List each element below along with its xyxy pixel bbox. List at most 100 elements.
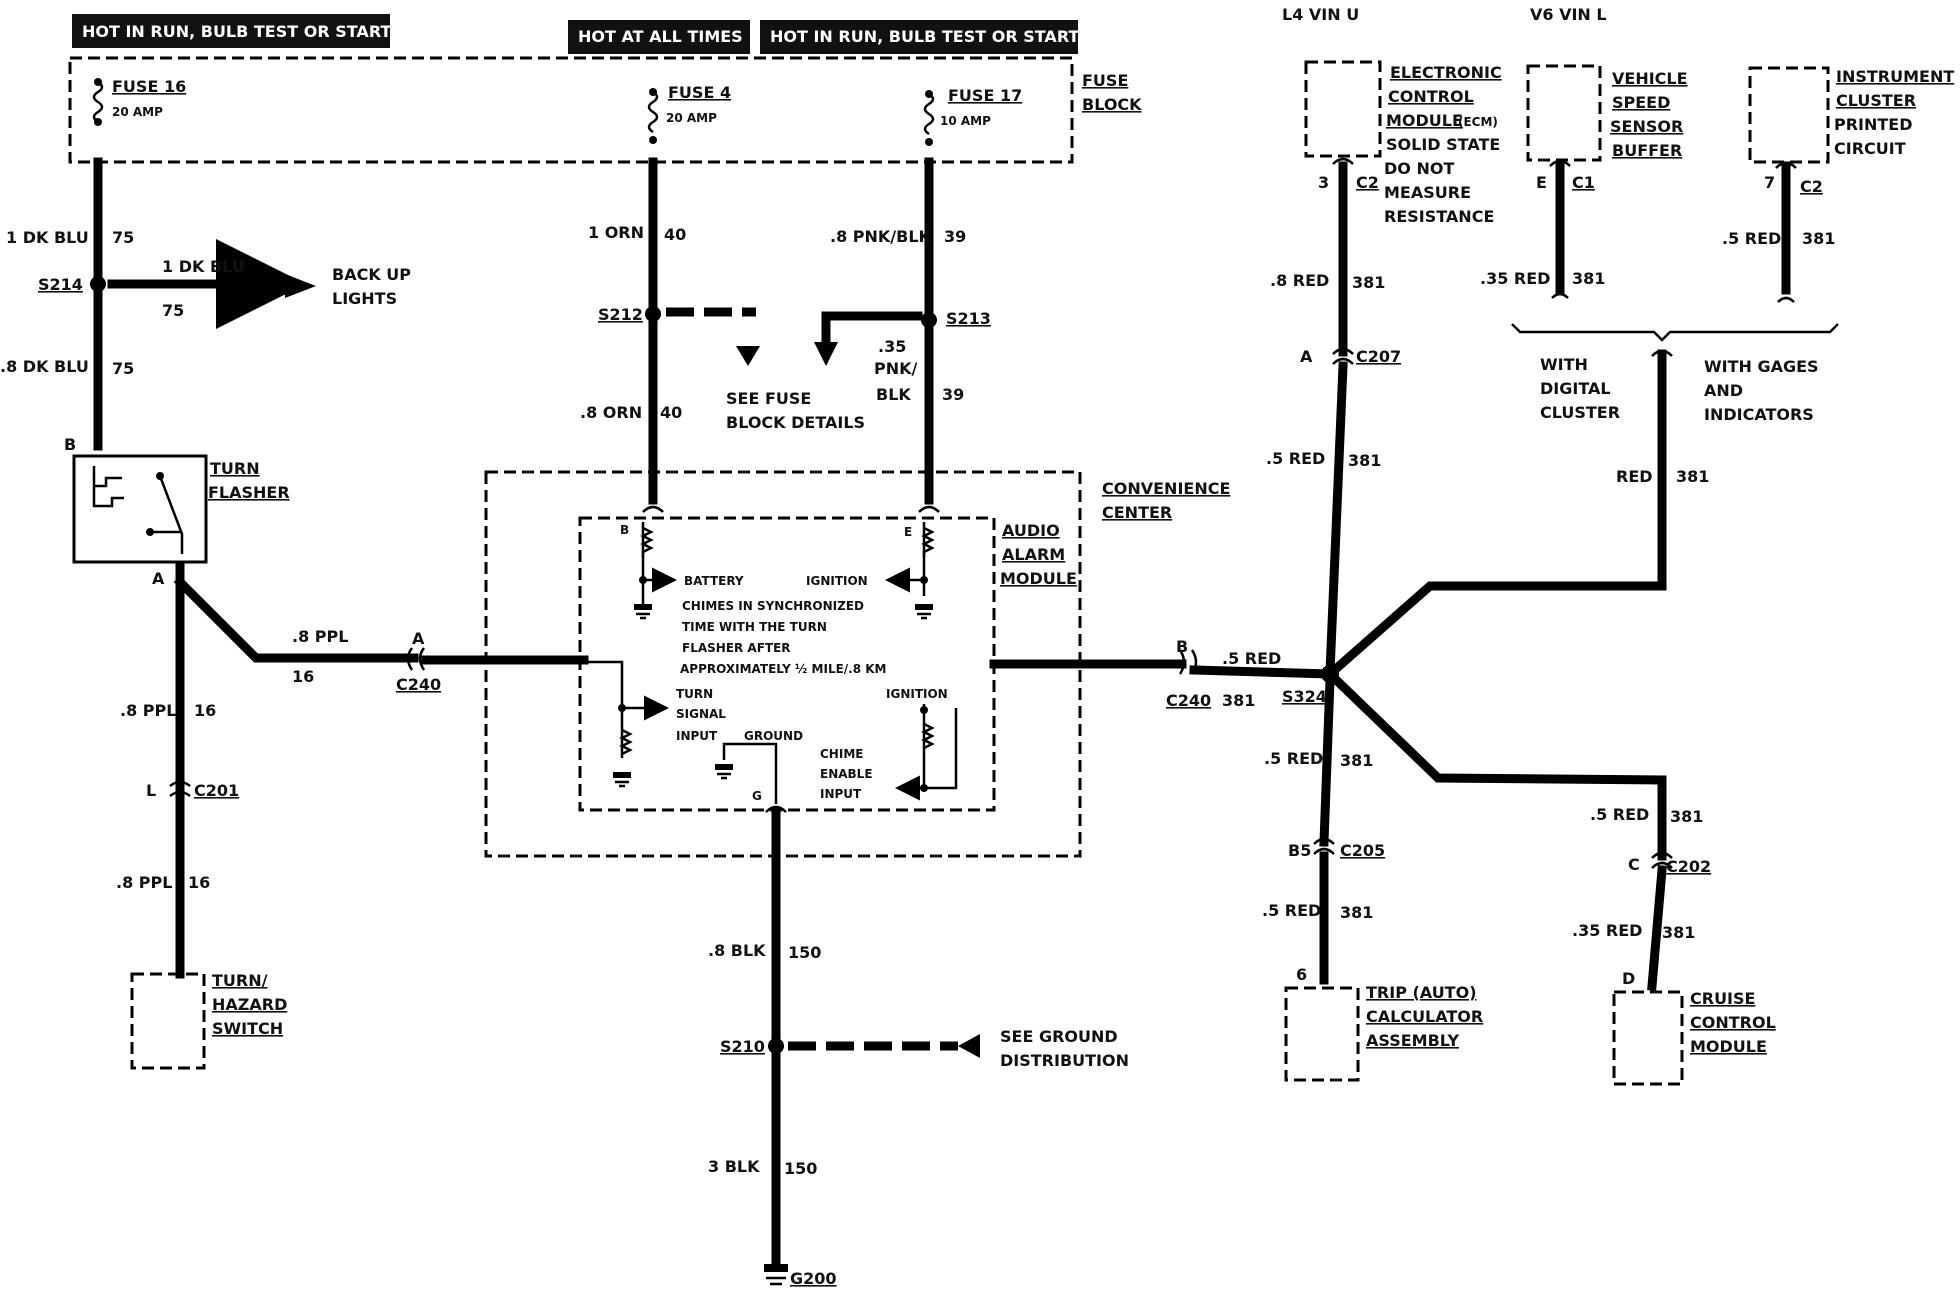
svg-text:PNK/: PNK/	[874, 359, 918, 378]
option-brace	[1511, 323, 1839, 357]
svg-text:SEE FUSE: SEE FUSE	[726, 389, 811, 408]
svg-text:CRUISE: CRUISE	[1690, 989, 1755, 1008]
svg-text:A: A	[152, 569, 165, 588]
svg-text:SEE GROUND: SEE GROUND	[1000, 1027, 1118, 1046]
svg-text:INSTRUMENT: INSTRUMENT	[1836, 67, 1954, 86]
svg-text:381: 381	[1352, 273, 1385, 292]
connector-c240b: C240	[1166, 691, 1211, 710]
svg-text:BLOCK DETAILS: BLOCK DETAILS	[726, 413, 865, 432]
svg-text:E: E	[1536, 173, 1547, 192]
svg-text:39: 39	[942, 385, 964, 404]
svg-text:CONTROL: CONTROL	[1690, 1013, 1776, 1032]
svg-text:B: B	[64, 435, 76, 454]
svg-text:CALCULATOR: CALCULATOR	[1366, 1007, 1483, 1026]
splice-s324: S324	[1282, 687, 1327, 706]
svg-text:.8 RED: .8 RED	[1270, 271, 1329, 290]
svg-text:16: 16	[292, 667, 314, 686]
svg-text:.5 RED: .5 RED	[1262, 901, 1321, 920]
svg-text:AND: AND	[1704, 381, 1743, 400]
svg-text:150: 150	[784, 1159, 817, 1178]
svg-text:381: 381	[1676, 467, 1709, 486]
svg-text:MODULE: MODULE	[1386, 111, 1463, 130]
svg-text:B: B	[620, 523, 629, 537]
svg-text:.5 RED: .5 RED	[1266, 449, 1325, 468]
svg-text:FLASHER: FLASHER	[208, 483, 290, 502]
svg-text:INPUT: INPUT	[676, 729, 718, 743]
svg-text:TURN: TURN	[210, 459, 260, 478]
svg-text:.8 PPL: .8 PPL	[120, 701, 176, 720]
fuse-17: FUSE 17 10 AMP	[923, 86, 1022, 146]
svg-text:HOT IN RUN, BULB TEST OR START: HOT IN RUN, BULB TEST OR START	[82, 22, 391, 41]
svg-text:WITH: WITH	[1540, 355, 1588, 374]
svg-text:TIME WITH THE TURN: TIME WITH THE TURN	[682, 620, 827, 634]
svg-text:DISTRIBUTION: DISTRIBUTION	[1000, 1051, 1129, 1070]
svg-text:ENABLE: ENABLE	[820, 767, 873, 781]
svg-text:.8 DK BLU: .8 DK BLU	[0, 357, 89, 376]
ground-g200: G200	[790, 1269, 837, 1288]
cruise-control-module: CRUISE CONTROL MODULE	[1612, 989, 1776, 1086]
svg-text:B: B	[1176, 637, 1188, 656]
svg-text:40: 40	[664, 225, 686, 244]
electronic-control-module: L4 VIN U 3 C2 ELECTRONIC CONTROL MODULE …	[1282, 5, 1502, 226]
svg-text:40: 40	[660, 403, 682, 422]
svg-text:BUFFER: BUFFER	[1612, 141, 1682, 160]
svg-text:FUSE: FUSE	[1082, 71, 1128, 90]
wire-ckt381	[989, 161, 1795, 991]
svg-text:.5 RED: .5 RED	[1590, 805, 1649, 824]
svg-text:381: 381	[1222, 691, 1255, 710]
connector-c202: C202	[1666, 857, 1711, 876]
wire-ckt39	[814, 157, 937, 505]
svg-text:C1: C1	[1572, 173, 1595, 192]
svg-text:PRINTED: PRINTED	[1834, 115, 1913, 134]
svg-text:.8 BLK: .8 BLK	[708, 941, 766, 960]
svg-text:ALARM: ALARM	[1002, 545, 1065, 564]
svg-text:CHIMES IN SYNCHRONIZED: CHIMES IN SYNCHRONIZED	[682, 599, 864, 613]
svg-text:FUSE 17: FUSE 17	[948, 86, 1022, 105]
svg-text:V6 VIN L: V6 VIN L	[1530, 5, 1607, 24]
wire-ckt40	[645, 157, 760, 505]
svg-text:BLK: BLK	[876, 385, 911, 404]
vehicle-speed-sensor-buffer: V6 VIN L E C1 VEHICLE SPEED SENSOR BUFFE…	[1526, 5, 1688, 192]
svg-text:.8 PPL: .8 PPL	[116, 873, 172, 892]
svg-text:381: 381	[1572, 269, 1605, 288]
svg-text:3 BLK: 3 BLK	[708, 1157, 760, 1176]
svg-text:SWITCH: SWITCH	[212, 1019, 283, 1038]
svg-text:MODULE: MODULE	[1000, 569, 1077, 588]
svg-text:BACK UP: BACK UP	[332, 265, 411, 284]
svg-text:150: 150	[788, 943, 821, 962]
svg-text:DIGITAL: DIGITAL	[1540, 379, 1611, 398]
svg-text:.35 RED: .35 RED	[1480, 269, 1550, 288]
svg-text:MODULE: MODULE	[1690, 1037, 1767, 1056]
fuse-16: FUSE 16 20 AMP	[92, 77, 186, 126]
svg-text:CONTROL: CONTROL	[1388, 87, 1474, 106]
svg-text:1 DK BLU: 1 DK BLU	[162, 257, 245, 276]
svg-text:RED: RED	[1616, 467, 1653, 486]
svg-text:CONVENIENCE: CONVENIENCE	[1102, 479, 1230, 498]
instrument-cluster-printed-circuit: 7 C2 INSTRUMENT CLUSTER PRINTED CIRCUIT	[1748, 66, 1954, 196]
power-header-fuse17: HOT IN RUN, BULB TEST OR START	[760, 20, 1079, 54]
svg-text:7: 7	[1764, 173, 1775, 192]
svg-text:6: 6	[1296, 965, 1307, 984]
svg-text:FLASHER AFTER: FLASHER AFTER	[682, 641, 791, 655]
power-header-fuse16: HOT IN RUN, BULB TEST OR START	[72, 14, 391, 48]
svg-text:381: 381	[1662, 923, 1695, 942]
svg-text:L4 VIN U: L4 VIN U	[1282, 5, 1359, 24]
wire-ckt75	[90, 157, 316, 451]
svg-text:D: D	[1622, 969, 1635, 988]
svg-text:GROUND: GROUND	[744, 729, 803, 743]
svg-text:.5 RED: .5 RED	[1722, 229, 1781, 248]
svg-text:RESISTANCE: RESISTANCE	[1384, 207, 1494, 226]
splice-s213: S213	[946, 309, 991, 328]
svg-text:FUSE 16: FUSE 16	[112, 77, 186, 96]
svg-text:75: 75	[112, 359, 134, 378]
svg-text:DO NOT: DO NOT	[1384, 159, 1454, 178]
svg-text:.35 RED: .35 RED	[1572, 921, 1642, 940]
splice-s212: S212	[598, 305, 643, 324]
svg-text:16: 16	[194, 701, 216, 720]
svg-text:1 DK BLU: 1 DK BLU	[6, 228, 89, 247]
turn-flasher: B A TURN FLASHER	[64, 435, 290, 588]
svg-text:75: 75	[162, 301, 184, 320]
svg-text:HAZARD: HAZARD	[212, 995, 287, 1014]
svg-text:TURN: TURN	[676, 687, 713, 701]
